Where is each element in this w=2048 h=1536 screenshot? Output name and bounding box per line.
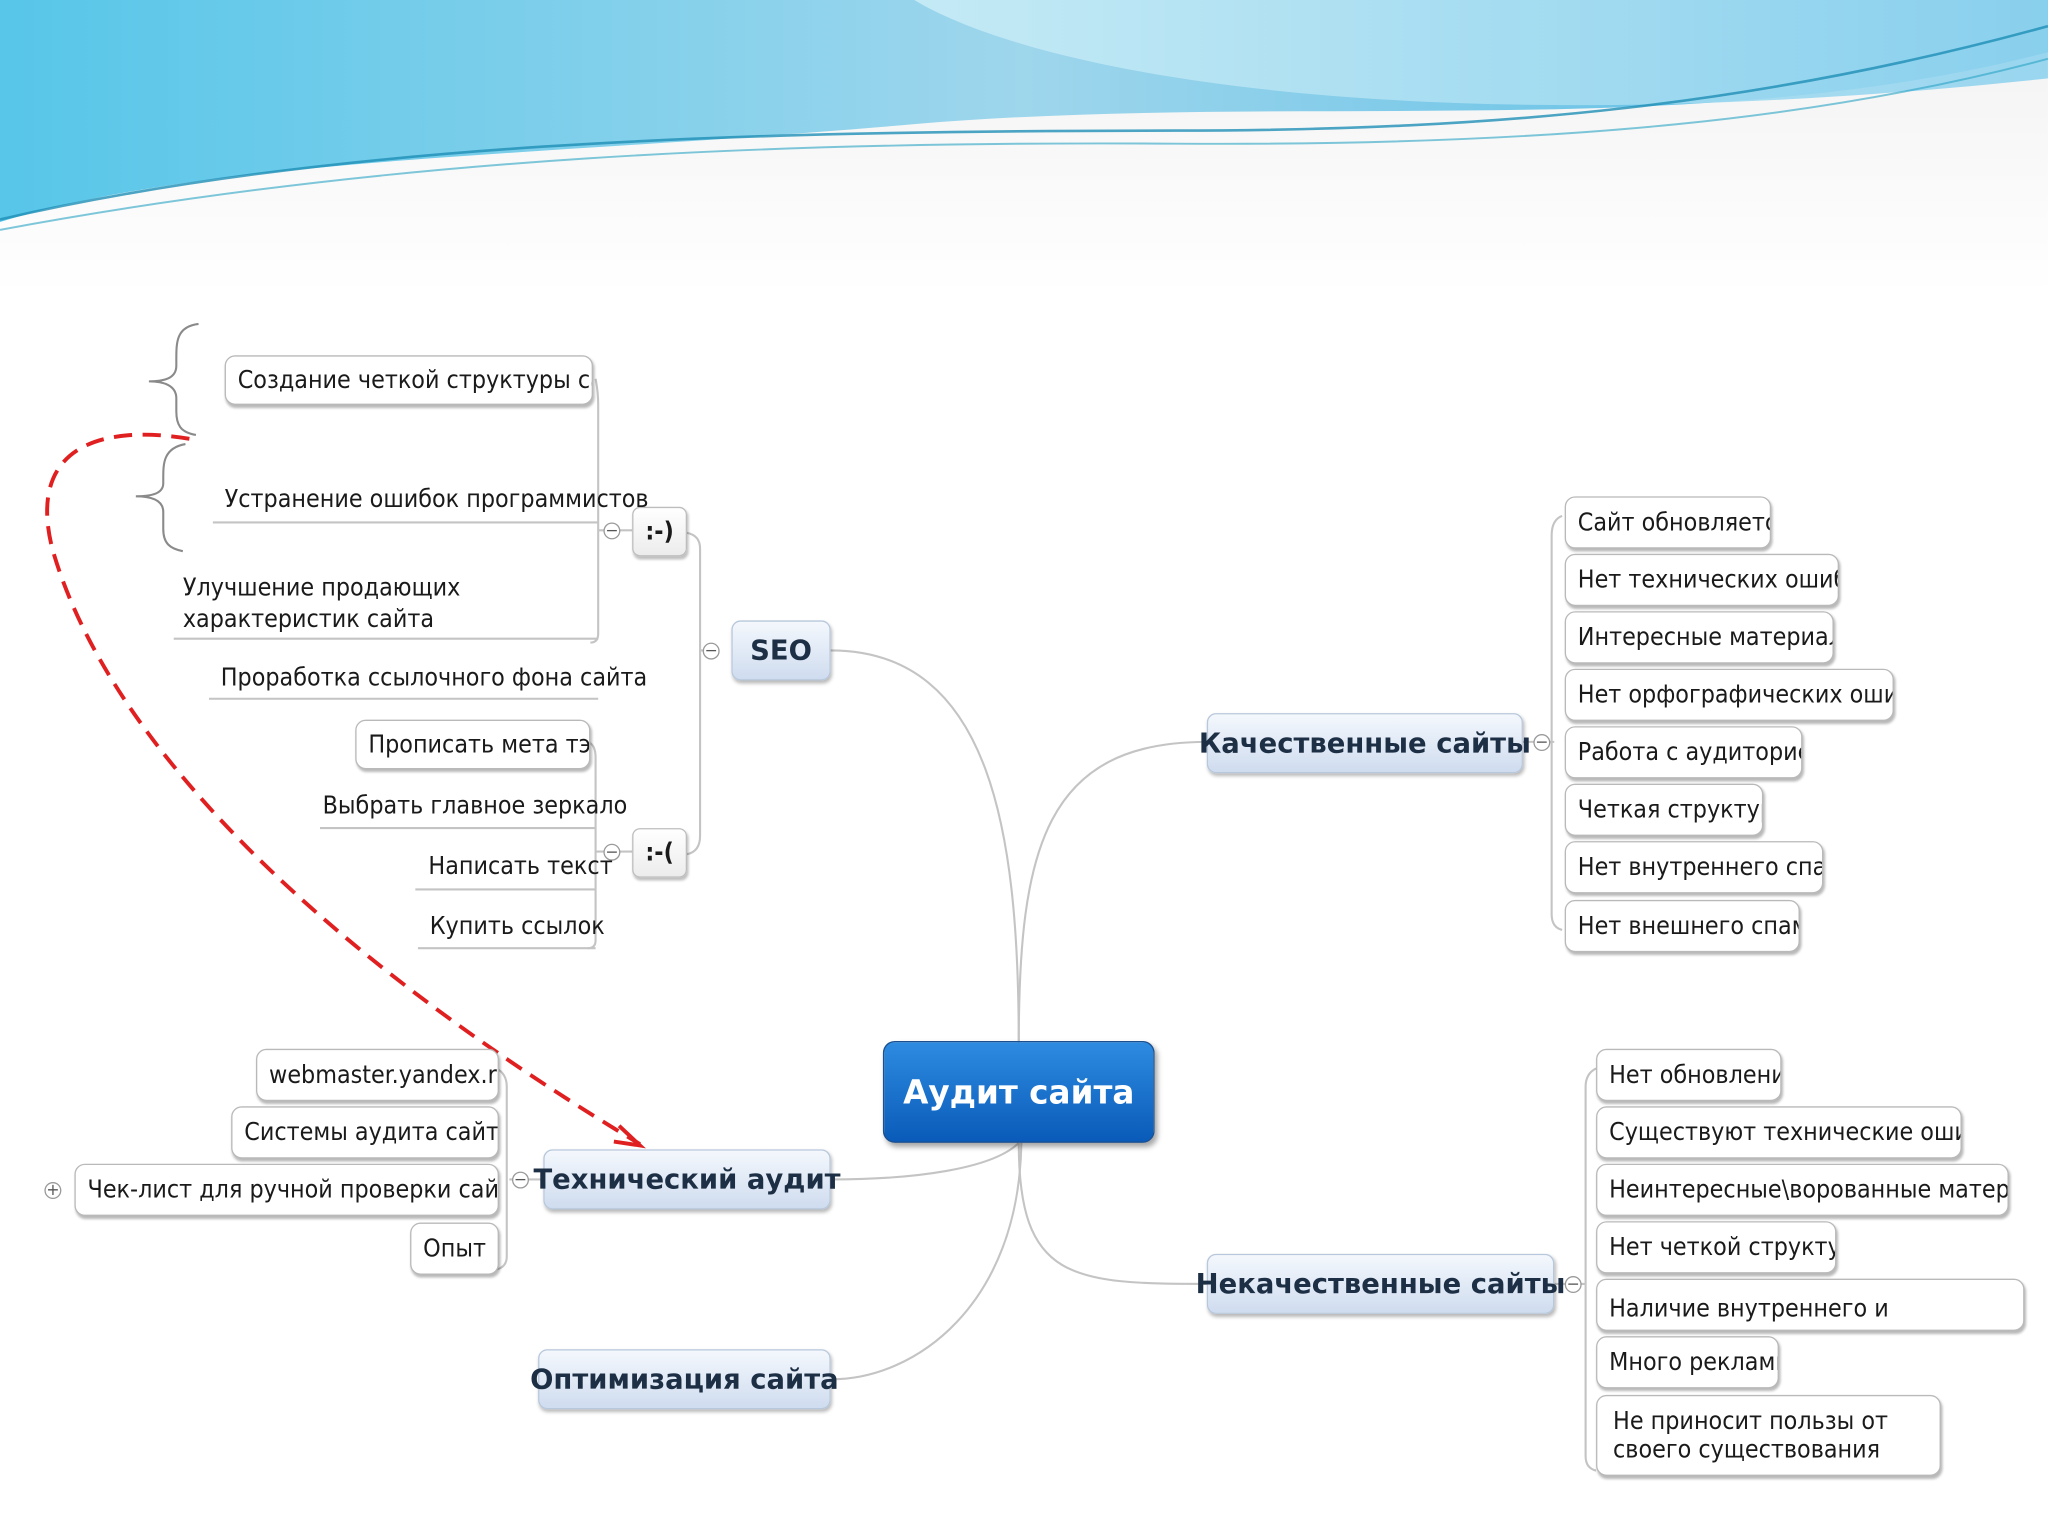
- collapse-icon[interactable]: −: [1564, 1274, 1582, 1294]
- topic-quality-sites[interactable]: Качественные сайты: [1199, 713, 1531, 774]
- node-tech-item[interactable]: Чек-лист для ручной проверки сайтов: [74, 1163, 499, 1216]
- node-quality-item[interactable]: Работа с аудиторией: [1564, 726, 1803, 779]
- node-tech-item[interactable]: Опыт: [410, 1222, 499, 1275]
- node-happy-item[interactable]: Проработка ссылочного фона сайта: [220, 663, 648, 693]
- node-quality-item[interactable]: Интересные материалы: [1564, 611, 1834, 664]
- node-quality-item[interactable]: Нет внутреннего спама: [1564, 841, 1824, 894]
- topic-site-optimization[interactable]: Оптимизация сайта: [530, 1349, 839, 1410]
- node-quality-item[interactable]: Нет внешнего спама: [1564, 899, 1800, 953]
- node-poor-item[interactable]: Нет четкой структуры: [1596, 1221, 1837, 1274]
- annotation-arrow: [45, 432, 641, 1146]
- node-quality-item[interactable]: Сайт обновляется: [1564, 496, 1772, 549]
- node-quality-item[interactable]: Нет орфографических ошибок: [1564, 668, 1894, 721]
- connector-central-optimization: [831, 1142, 1023, 1381]
- connector-central-seo: [830, 649, 1020, 1045]
- node-quality-item[interactable]: Четкая структура: [1564, 783, 1764, 836]
- topic-poor-sites[interactable]: Некачественные сайты: [1196, 1253, 1565, 1314]
- node-happy-item[interactable]: Создание четкой структуры сайта: [224, 355, 593, 405]
- node-poor-item[interactable]: Существуют технические ошибки: [1596, 1106, 1962, 1159]
- collapse-icon[interactable]: −: [702, 641, 720, 660]
- node-poor-item[interactable]: Много рекламы: [1596, 1336, 1779, 1389]
- node-tech-item[interactable]: Системы аудита сайтов: [231, 1106, 499, 1159]
- node-poor-item[interactable]: Наличие внутреннего и внешнего спама: [1596, 1278, 2025, 1331]
- node-sad-item[interactable]: Написать текст: [428, 851, 613, 881]
- central-topic[interactable]: Аудит сайта: [882, 1040, 1155, 1143]
- node-quality-item[interactable]: Нет технических ошибок: [1564, 553, 1839, 607]
- node-poor-item[interactable]: Неинтересные\ворованные материалы: [1596, 1163, 2009, 1216]
- node-sad-item[interactable]: Прописать мета тэги: [355, 719, 591, 770]
- node-happy-item[interactable]: Улучшение продающих характеристик сайта: [182, 573, 461, 634]
- node-poor-item[interactable]: Нет обновлений: [1596, 1048, 1782, 1102]
- node-sad-item[interactable]: Выбрать главное зеркало: [322, 791, 628, 821]
- connector-central-poor: [1017, 1142, 1207, 1285]
- node-tech-item[interactable]: webmaster.yandex.ru: [255, 1048, 499, 1102]
- connector-central-quality: [1017, 740, 1207, 1045]
- subtopic-sad[interactable]: :-(: [632, 828, 688, 878]
- collapse-icon[interactable]: −: [603, 842, 621, 861]
- topic-seo[interactable]: SEO: [731, 620, 831, 681]
- subtopic-happy[interactable]: :-): [632, 506, 688, 557]
- curly-braces: [135, 322, 199, 553]
- node-poor-item[interactable]: Не приносит пользы от своего существован…: [1596, 1394, 1941, 1476]
- collapse-icon[interactable]: −: [511, 1170, 529, 1189]
- annotation-arrow-head: [613, 1124, 646, 1149]
- connector-central-tech: [831, 1142, 1020, 1181]
- node-happy-item[interactable]: Устранение ошибок программистов: [224, 484, 649, 514]
- collapse-icon[interactable]: −: [603, 521, 621, 540]
- collapse-icon[interactable]: −: [1533, 732, 1551, 752]
- expand-icon[interactable]: +: [44, 1180, 62, 1199]
- topic-technical-audit[interactable]: Технический аудит: [533, 1149, 841, 1210]
- header-waves: [0, 0, 2048, 294]
- node-sad-item[interactable]: Купить ссылок: [429, 911, 605, 941]
